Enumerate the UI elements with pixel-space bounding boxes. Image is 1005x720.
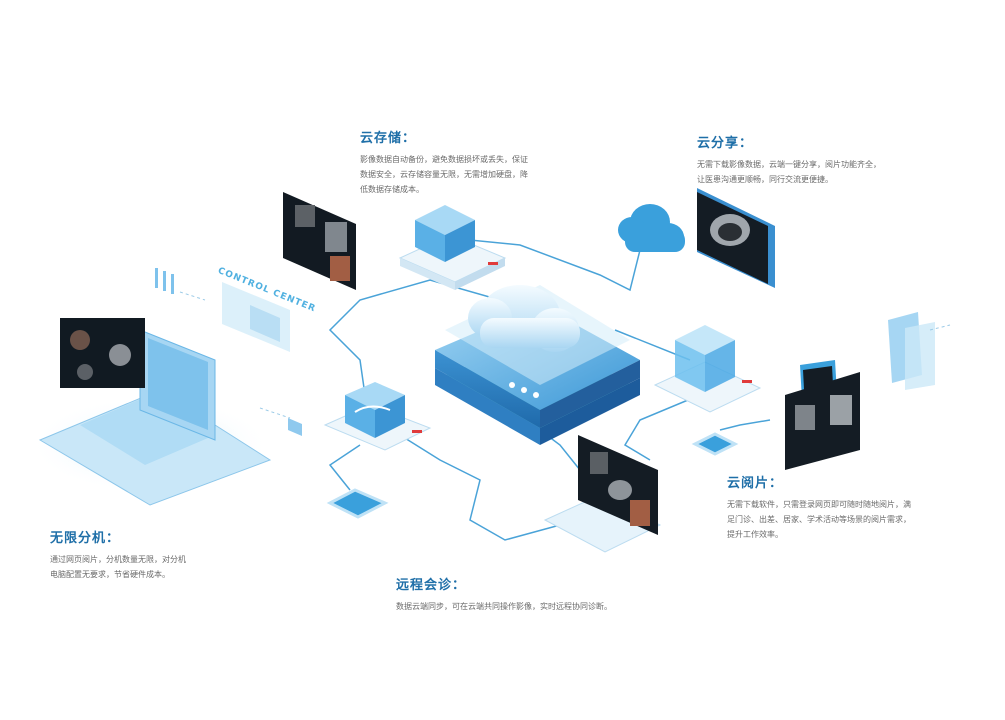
feature-storage-line-1: 影像数据自动备份，避免数据损坏或丢失，保证 xyxy=(360,155,528,164)
feature-unlimited: 无限分机： 通过网页阅片，分机数量无限，对分机 电脑配置无要求，节省硬件成本。 xyxy=(50,527,230,582)
reading-server-node xyxy=(653,325,762,413)
ct-scan-image-laptop xyxy=(60,318,145,388)
scan-panel-share xyxy=(697,188,775,288)
control-center-panels xyxy=(155,268,302,436)
feature-storage: 云存储： 影像数据自动备份，避免数据损坏或丢失，保证 数据安全，云存储容量无限，… xyxy=(360,127,560,197)
feature-unlimited-line-1: 通过网页阅片，分机数量无限，对分机 xyxy=(50,555,186,564)
feature-share: 云分享： 无需下载影像数据，云端一键分享，阅片功能齐全， 让医患沟通更顺畅，同行… xyxy=(697,132,907,187)
remote-server-node xyxy=(323,382,432,451)
feature-share-line-1: 无需下载影像数据，云端一键分享，阅片功能齐全， xyxy=(697,160,881,169)
feature-storage-title: 云存储： xyxy=(360,131,417,146)
cloud-icon-center xyxy=(468,285,580,352)
feature-share-line-2: 让医患沟通更顺畅，同行交流更便捷。 xyxy=(697,175,833,184)
feature-reading-line-2: 足门诊、出差、居家、学术活动等场景的阅片需求， xyxy=(727,515,911,524)
laptop-bottom xyxy=(543,435,662,553)
feature-consult-line-1: 数据云端同步，可在云端共同操作影像，实时远程协同诊断。 xyxy=(396,602,612,611)
feature-unlimited-line-2: 电脑配置无要求，节省硬件成本。 xyxy=(50,570,170,579)
feature-storage-line-2: 数据安全，云存储容量无限，无需增加硬盘，降 xyxy=(360,170,528,179)
cloud-icon-share xyxy=(618,204,685,252)
feature-reading: 云阅片： 无需下载软件，只需登录网页即可随时随地阅片，满 足门诊、出差、居家、学… xyxy=(727,472,937,542)
central-cloud-hub xyxy=(435,285,640,445)
feature-storage-line-3: 低数据存储成本。 xyxy=(360,185,424,194)
mobile-devices xyxy=(785,312,951,470)
feature-unlimited-title: 无限分机： xyxy=(50,531,121,546)
laptop-left xyxy=(38,318,272,506)
feature-reading-line-1: 无需下载软件，只需登录网页即可随时随地阅片，满 xyxy=(727,500,911,509)
scan-panel-top xyxy=(283,192,356,290)
pad-right xyxy=(691,432,739,456)
pad-left xyxy=(326,488,389,519)
feature-reading-line-3: 提升工作效率。 xyxy=(727,530,783,539)
feature-consult: 远程会诊： 数据云端同步，可在云端共同操作影像，实时远程协同诊断。 xyxy=(396,574,656,614)
feature-consult-title: 远程会诊： xyxy=(396,578,467,593)
storage-server-node xyxy=(398,205,507,290)
feature-reading-title: 云阅片： xyxy=(727,476,784,491)
feature-share-title: 云分享： xyxy=(697,136,754,151)
